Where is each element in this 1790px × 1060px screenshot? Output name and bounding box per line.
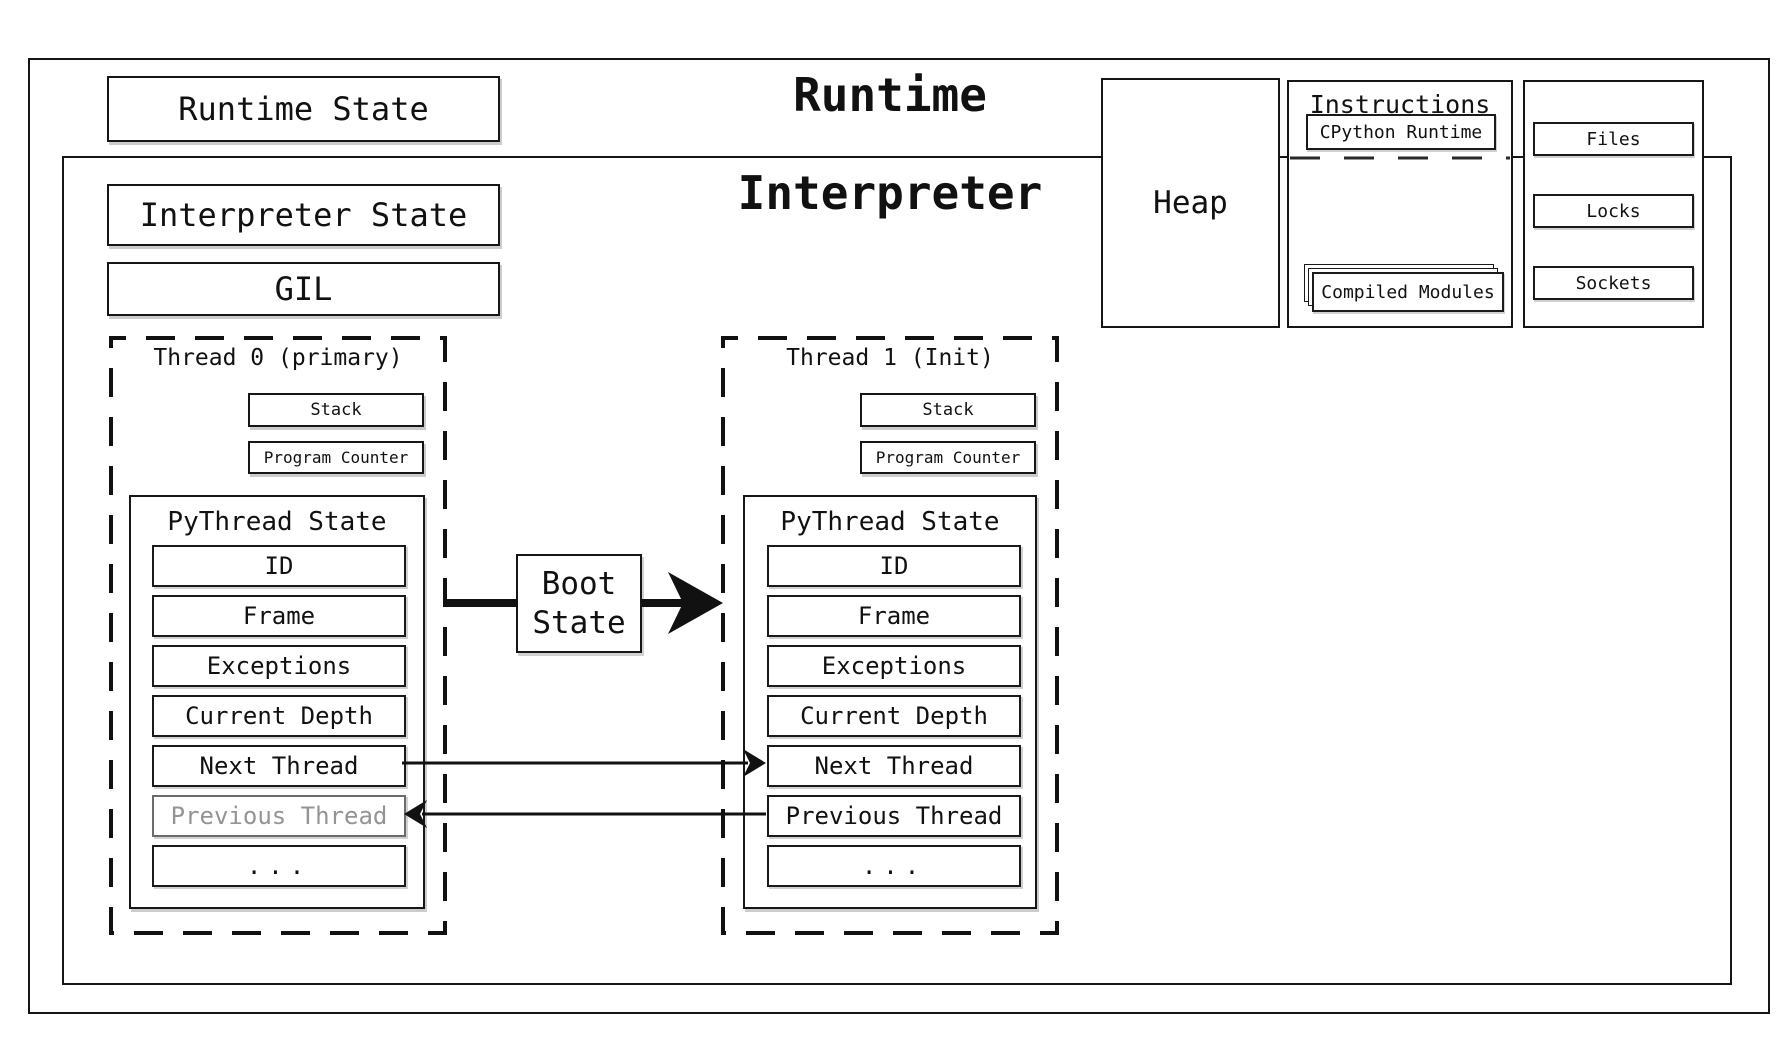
cpython-runtime-box: CPython Runtime xyxy=(1306,114,1496,150)
files-box: Files xyxy=(1533,122,1694,156)
thread0-row-ellipsis: ... xyxy=(152,845,406,887)
thread1-row-next-thread: Next Thread xyxy=(767,745,1021,787)
interpreter-box xyxy=(62,156,1732,985)
interpreter-title: Interpreter xyxy=(737,166,1043,220)
thread1-pythread-state-box: PyThread State ID Frame Exceptions Curre… xyxy=(743,495,1037,909)
thread0-program-counter-box: Program Counter xyxy=(248,441,424,474)
thread1-program-counter-box: Program Counter xyxy=(860,441,1036,474)
runtime-state-box: Runtime State xyxy=(107,76,500,142)
thread0-title: Thread 0 (primary) xyxy=(153,345,403,371)
thread0-row-current-depth: Current Depth xyxy=(152,695,406,737)
thread0-row-frame: Frame xyxy=(152,595,406,637)
boot-state-line2: State xyxy=(532,604,626,641)
thread1-row-frame: Frame xyxy=(767,595,1021,637)
thread0-row-previous-thread: Previous Thread xyxy=(152,795,406,837)
interpreter-state-box: Interpreter State xyxy=(107,184,500,246)
compiled-modules-box: Compiled Modules xyxy=(1312,272,1504,312)
thread1-pythread-state-title: PyThread State xyxy=(780,507,1000,537)
thread0-row-next-thread: Next Thread xyxy=(152,745,406,787)
boot-state-line1: Boot xyxy=(541,565,617,602)
thread0-stack-box: Stack xyxy=(248,393,424,427)
thread1-row-current-depth: Current Depth xyxy=(767,695,1021,737)
thread0-pythread-state-title: PyThread State xyxy=(167,507,387,537)
boot-state-box: Boot State xyxy=(516,554,642,653)
thread1-row-exceptions: Exceptions xyxy=(767,645,1021,687)
runtime-title: Runtime xyxy=(793,68,987,122)
thread1-row-id: ID xyxy=(767,545,1021,587)
compiled-modules-stack: Compiled Modules xyxy=(1304,264,1504,312)
gil-box: GIL xyxy=(107,262,500,316)
thread1-row-ellipsis: ... xyxy=(767,845,1021,887)
locks-box: Locks xyxy=(1533,194,1694,228)
thread0-row-id: ID xyxy=(152,545,406,587)
thread0-row-exceptions: Exceptions xyxy=(152,645,406,687)
heap-box: Heap xyxy=(1101,78,1280,328)
thread1-title: Thread 1 (Init) xyxy=(786,345,994,371)
runtime-box xyxy=(28,58,1770,1014)
thread1-stack-box: Stack xyxy=(860,393,1036,427)
sockets-box: Sockets xyxy=(1533,266,1694,300)
thread0-pythread-state-box: PyThread State ID Frame Exceptions Curre… xyxy=(129,495,425,909)
thread1-row-previous-thread: Previous Thread xyxy=(767,795,1021,837)
